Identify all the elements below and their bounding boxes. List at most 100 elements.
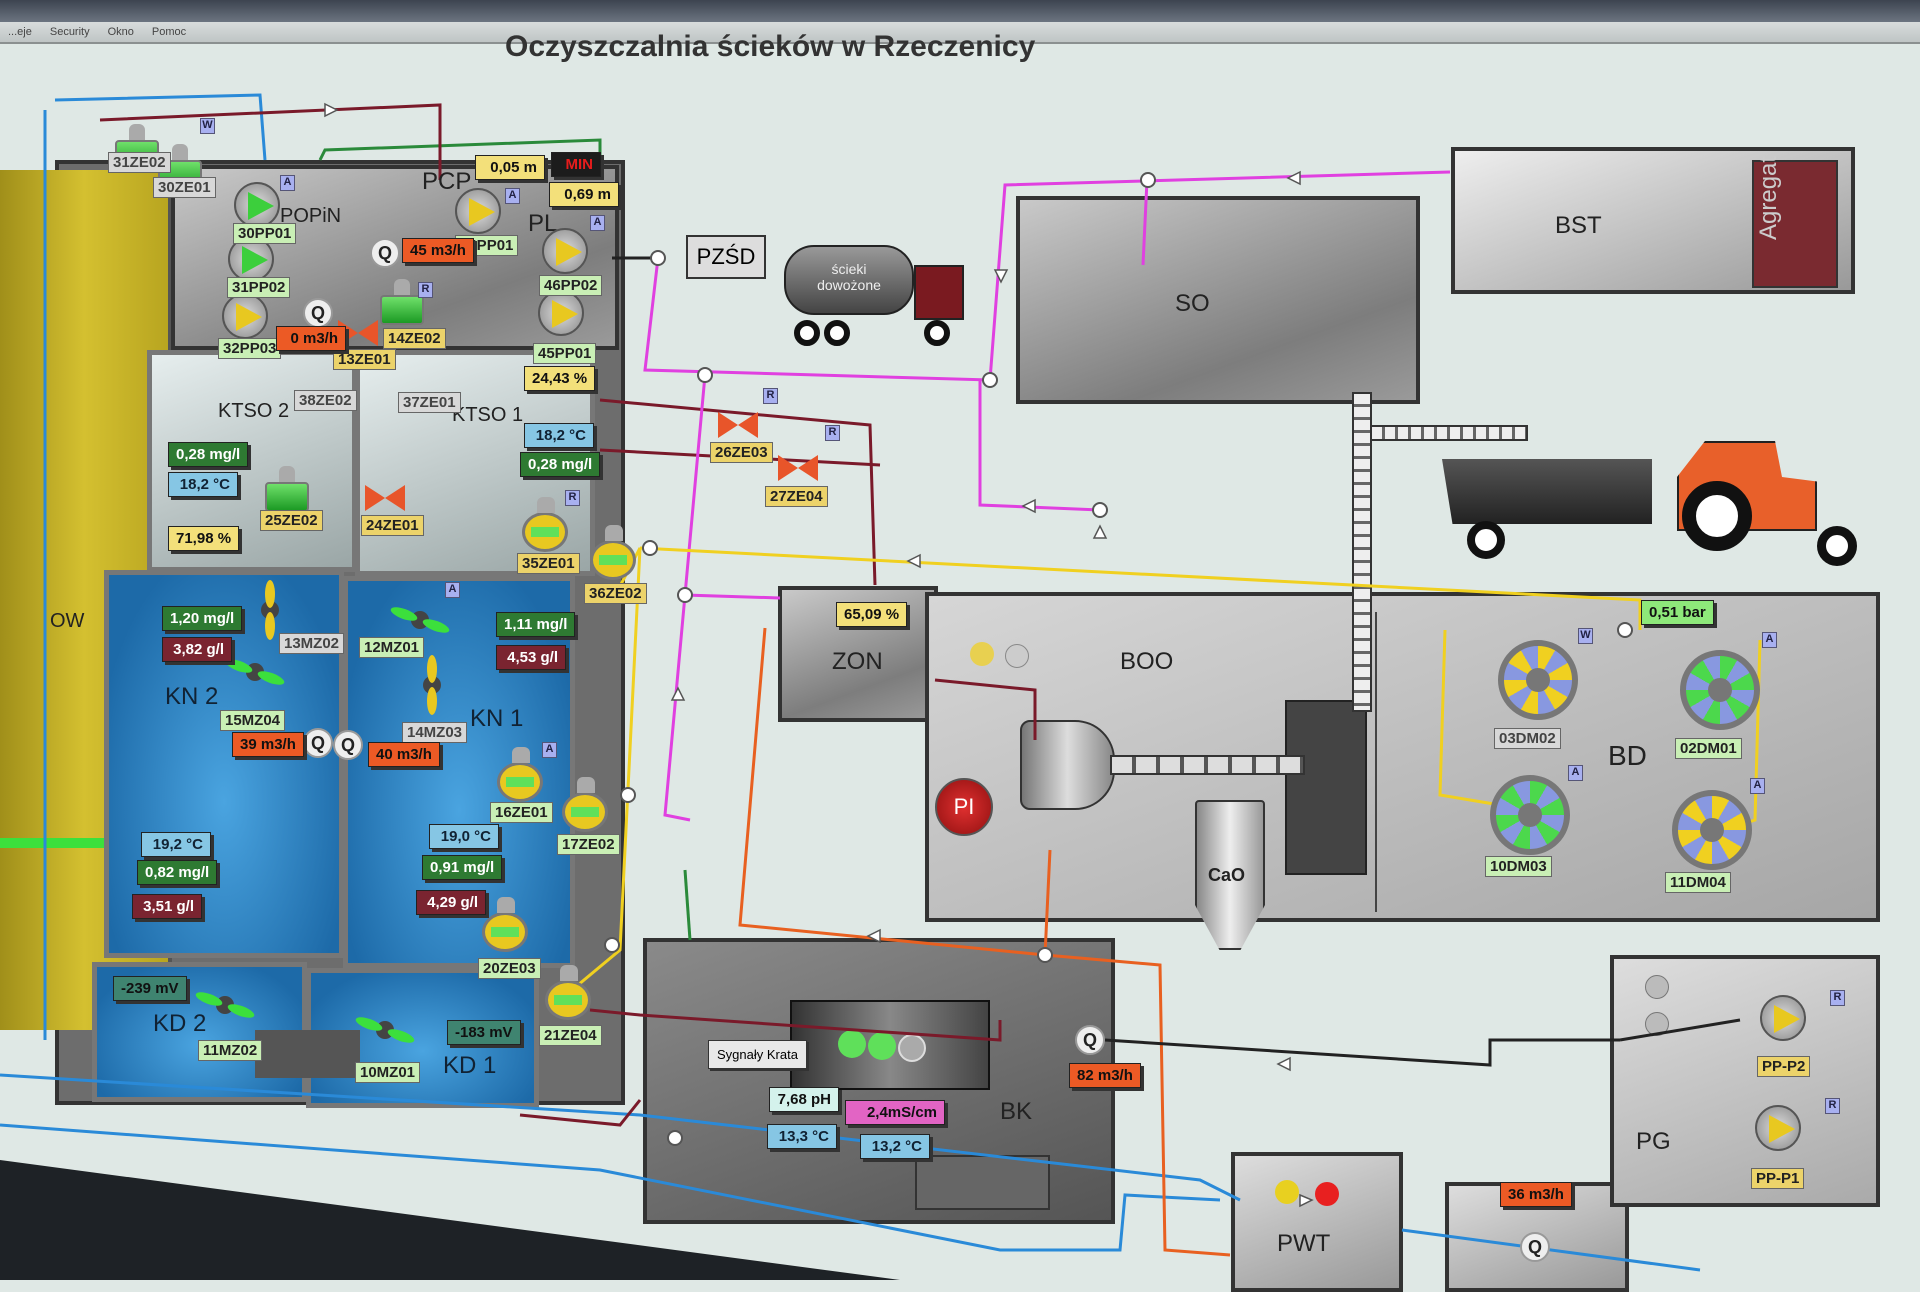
menu-pomoc[interactable]: Pomoc [151,26,187,38]
tag-27ze04[interactable]: 27ZE04 [765,486,828,507]
pipe-reject [663,594,691,822]
truck-label: ścieki dowożone [817,261,881,293]
ow-level-bar [0,838,108,848]
flow-arrow-icon [1021,498,1036,514]
mode-badge-a: A [542,742,557,758]
tag-36ze02[interactable]: 36ZE02 [584,583,647,604]
pump-45pp01-icon[interactable] [538,290,584,336]
pump-32pp03-icon[interactable] [222,293,268,339]
pzsd-station[interactable]: PZŚD [686,235,766,279]
pipe-junction [620,787,636,803]
mixer-14mz03-icon[interactable] [412,655,452,715]
menu-security[interactable]: Security [49,26,90,38]
meter-14ze02-icon[interactable] [380,279,424,325]
mixer-13mz02-icon[interactable] [250,580,290,640]
tag-14ze02[interactable]: 14ZE02 [383,328,446,349]
tag-30pp01[interactable]: 30PP01 [233,223,297,244]
tag-31ze02[interactable]: 31ZE02 [108,152,171,173]
area-label-so: SO [1175,290,1210,317]
flowmeter-21ze04-icon[interactable] [545,965,591,1020]
flowmeter-36ze02-icon[interactable] [590,525,636,580]
area-label-kd2: KD 2 [153,1010,207,1037]
blower-02dm01-icon[interactable] [1680,650,1760,730]
flowmeter-17ze02-icon[interactable] [562,777,608,832]
tag-11dm04[interactable]: 11DM04 [1665,872,1731,893]
popin-flow2-value: 0 m3/h [276,326,346,351]
pump-pp-p1-icon[interactable] [1755,1105,1801,1151]
outlet-flow-value: 36 m3/h [1500,1182,1572,1207]
kn1-flow-value: 40 m3/h [368,742,440,767]
flowmeter-16ze01-icon[interactable] [497,747,543,802]
pump-46pp02-icon[interactable] [542,228,588,274]
menu-okno[interactable]: Okno [107,26,134,38]
mode-badge-a: A [1750,778,1765,794]
tag-11mz02[interactable]: 11MZ02 [198,1040,263,1061]
krata-signals-button[interactable]: Sygnały Krata [708,1040,807,1069]
flowmeter-35ze01-icon[interactable] [522,497,568,552]
grate-status-lamp-1 [838,1030,866,1058]
mixer-15mz04-icon[interactable] [225,652,285,692]
flow-meter-q-icon[interactable]: Q [333,730,363,760]
tag-13ze01[interactable]: 13ZE01 [333,349,396,370]
area-label-pg: PG [1636,1128,1671,1155]
flow-meter-q-icon[interactable]: Q [1075,1025,1105,1055]
flow-meter-q-icon[interactable]: Q [1520,1232,1550,1262]
blower-10dm03-icon[interactable] [1490,775,1570,855]
kn2-solids-value: 3,51 g/l [132,894,202,919]
tag-02dm01[interactable]: 02DM01 [1675,738,1742,759]
tag-30ze01[interactable]: 30ZE01 [153,177,216,198]
tag-38ze02[interactable]: 38ZE02 [294,390,357,411]
tag-31pp02[interactable]: 31PP02 [227,277,291,298]
tag-21ze04[interactable]: 21ZE04 [539,1025,602,1046]
tag-26ze03[interactable]: 26ZE03 [710,442,773,463]
menu-bar: ...eje Security Okno Pomoc [0,22,1920,44]
mode-badge-a: A [505,188,520,204]
tag-10dm03[interactable]: 10DM03 [1485,856,1552,877]
tag-37ze01[interactable]: 37ZE01 [398,392,461,413]
flow-arrow-icon [993,269,1009,284]
tag-13mz02[interactable]: 13MZ02 [279,633,345,654]
blower-11dm04-icon[interactable] [1672,790,1752,870]
pipe-air [318,138,602,161]
flow-meter-q-icon[interactable]: Q [370,238,400,268]
pump-30pp01-icon[interactable] [234,182,280,228]
tag-46pp02[interactable]: 46PP02 [539,275,603,296]
tag-10mz01[interactable]: 10MZ01 [355,1062,421,1083]
tag-pp-p1[interactable]: PP-P1 [1751,1168,1805,1189]
tag-32pp03[interactable]: 32PP03 [218,338,282,359]
flow-meter-q-icon[interactable]: Q [303,298,333,328]
mixer-12mz01-icon[interactable] [390,600,450,640]
valve-27ze04-icon[interactable] [778,455,818,481]
tag-pp-p2[interactable]: PP-P2 [1757,1056,1811,1077]
tag-15mz04[interactable]: 15MZ04 [220,710,286,731]
valve-24ze01-icon[interactable] [365,485,405,511]
menu-item[interactable]: ...eje [8,26,32,38]
blower-03dm02-icon[interactable] [1498,640,1578,720]
mixer-11mz02-icon[interactable] [195,985,255,1025]
pipe-sludge [589,1008,1002,1042]
tag-25ze02[interactable]: 25ZE02 [260,510,323,531]
flow-arrow-icon [1276,1056,1291,1072]
tag-35ze01[interactable]: 35ZE01 [517,553,580,574]
pcp-level-value: 0,05 m [475,155,545,180]
tag-03dm02[interactable]: 03DM02 [1494,728,1561,749]
tag-20ze03[interactable]: 20ZE03 [478,958,541,979]
valve-26ze03-icon[interactable] [718,412,758,438]
mode-badge-a: A [590,215,605,231]
tag-17ze02[interactable]: 17ZE02 [557,834,620,855]
pi-indicator[interactable]: PI [935,778,993,836]
meter-25ze02-icon[interactable] [265,466,309,512]
ktso2-temp-value: 18,2 °C [168,472,238,497]
tag-14mz03[interactable]: 14MZ03 [402,722,468,743]
flowmeter-20ze03-icon[interactable] [482,897,528,952]
tag-16ze01[interactable]: 16ZE01 [490,802,553,823]
mixer-10mz01-icon[interactable] [355,1010,415,1050]
ktso1-oxygen-value: 0,28 mg/l [520,452,601,477]
tag-24ze01[interactable]: 24ZE01 [361,515,424,536]
pump-44pp01-icon[interactable] [455,188,501,234]
tag-12mz01[interactable]: 12MZ01 [359,637,425,658]
bk-temp1-value: 13,3 °C [767,1124,837,1149]
tag-45pp01[interactable]: 45PP01 [533,343,597,364]
pump-pp-p2-icon[interactable] [1760,995,1806,1041]
flow-meter-q-icon[interactable]: Q [303,728,333,758]
